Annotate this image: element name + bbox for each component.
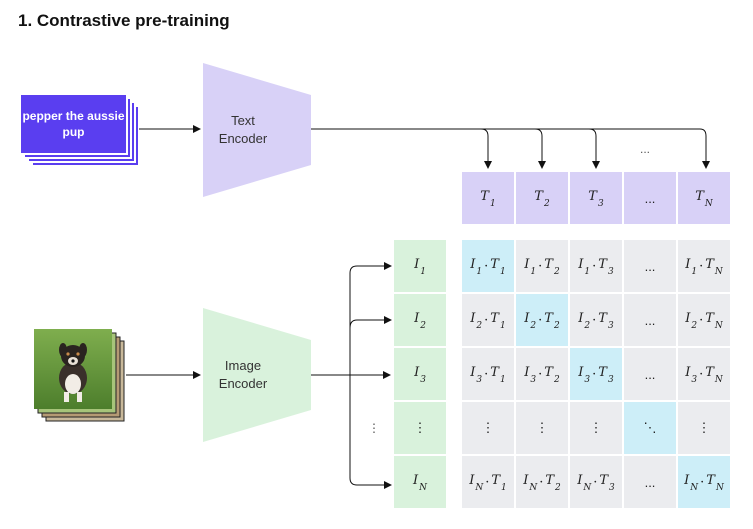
matrix-diagonal-cell: IN·TN [678, 456, 730, 508]
matrix-diagonal-cell: I2·T2 [516, 294, 568, 346]
matrix-cell: IN·T1 [462, 456, 514, 508]
matrix-cell: I2·TN [678, 294, 730, 346]
matrix-cell: ⋮ [516, 402, 568, 454]
subscript: N [714, 266, 723, 277]
section-title: 1. Contrastive pre-training [18, 11, 230, 30]
subscript: 3 [584, 374, 591, 385]
subscript: 3 [476, 374, 483, 385]
subscript: N [715, 482, 724, 493]
subscript: N [475, 482, 484, 493]
matrix-cell: ... [624, 456, 676, 508]
matrix-cell: ... [624, 348, 676, 400]
text-encoder-shape [203, 63, 311, 197]
subscript: 1 [489, 198, 496, 209]
subscript: 3 [609, 482, 615, 493]
subscript: N [583, 482, 592, 493]
text-feature-cell: ... [624, 172, 676, 224]
matrix-cell: I1·TN [678, 240, 730, 292]
subscript: 1 [499, 320, 506, 331]
matrix-diagonal-cell: ⋱ [624, 402, 676, 454]
matrix-diagonal-cell: I1·T1 [462, 240, 514, 292]
subscript: 1 [499, 266, 506, 277]
subscript: 2 [543, 198, 550, 209]
subscript: 3 [607, 266, 614, 277]
subscript: N [704, 198, 713, 209]
subscript: 2 [553, 266, 560, 277]
matrix-cell: IN·T2 [516, 456, 568, 508]
subscript: 2 [553, 320, 560, 331]
image-feature-cell: I2 [394, 294, 446, 346]
image-feature-cell: ⋮ [394, 402, 446, 454]
matrix-cell: IN·T3 [570, 456, 622, 508]
image-arrows-vertical-dots: ⋮ [368, 421, 380, 435]
image-feature-cell: IN [394, 456, 446, 508]
subscript: 1 [476, 266, 483, 277]
matrix-cell: I2·T1 [462, 294, 514, 346]
matrix-cell: ⋮ [678, 402, 730, 454]
matrix-diagonal-cell: I3·T3 [570, 348, 622, 400]
subscript: 2 [555, 482, 561, 493]
text-encoder-label-line2: Encoder [218, 131, 268, 146]
subscript: 3 [607, 374, 614, 385]
subscript: 2 [584, 320, 591, 331]
subscript: 1 [584, 266, 591, 277]
dog-photo-icon [34, 329, 112, 409]
text-feature-cell: T2 [516, 172, 568, 224]
subscript: 2 [553, 374, 560, 385]
subscript: 3 [691, 374, 698, 385]
text-input-caption: pepper the aussie pup [22, 109, 125, 139]
subscript: N [529, 482, 538, 493]
subscript: 3 [530, 374, 537, 385]
image-feature-cell: I3 [394, 348, 446, 400]
subscript: 3 [597, 198, 604, 209]
text-encoder-label-line1: Text [231, 113, 255, 128]
image-encoder-label-line1: Image [224, 358, 262, 373]
image-encoder-label: Image Encoder [183, 357, 303, 393]
subscript: 2 [691, 320, 698, 331]
subscript: N [714, 374, 723, 385]
matrix-cell: I3·TN [678, 348, 730, 400]
subscript: 2 [420, 320, 426, 331]
matrix-cell: ... [624, 240, 676, 292]
matrix-cell: I2·T3 [570, 294, 622, 346]
text-feature-cell: T1 [462, 172, 514, 224]
matrix-cell: ⋮ [570, 402, 622, 454]
matrix-cell: I3·T1 [462, 348, 514, 400]
subscript: 1 [530, 266, 537, 277]
subscript: N [690, 482, 699, 493]
matrix-cell: I1·T2 [516, 240, 568, 292]
matrix-cell: I1·T3 [570, 240, 622, 292]
subscript: 1 [501, 482, 507, 493]
matrix-cell: I3·T2 [516, 348, 568, 400]
text-input-card-stack [19, 93, 140, 167]
subscript: 1 [420, 266, 426, 277]
subscript: N [714, 320, 723, 331]
subscript: 1 [691, 266, 698, 277]
subscript: 1 [499, 374, 506, 385]
subscript: 3 [607, 320, 614, 331]
subscript: N [419, 482, 427, 493]
matrix-cell: ⋮ [462, 402, 514, 454]
text-arrows-ellipsis: ... [640, 142, 651, 156]
image-encoder-shape [203, 308, 311, 442]
matrix-cell: ... [624, 294, 676, 346]
image-feature-cell: I1 [394, 240, 446, 292]
subscript: 3 [420, 374, 426, 385]
subscript: 2 [530, 320, 537, 331]
text-feature-cell: T3 [570, 172, 622, 224]
subscript: 2 [476, 320, 483, 331]
text-feature-cell: TN [678, 172, 730, 224]
image-encoder-label-line2: Encoder [218, 376, 268, 391]
text-encoder-label: Text Encoder [183, 112, 303, 148]
